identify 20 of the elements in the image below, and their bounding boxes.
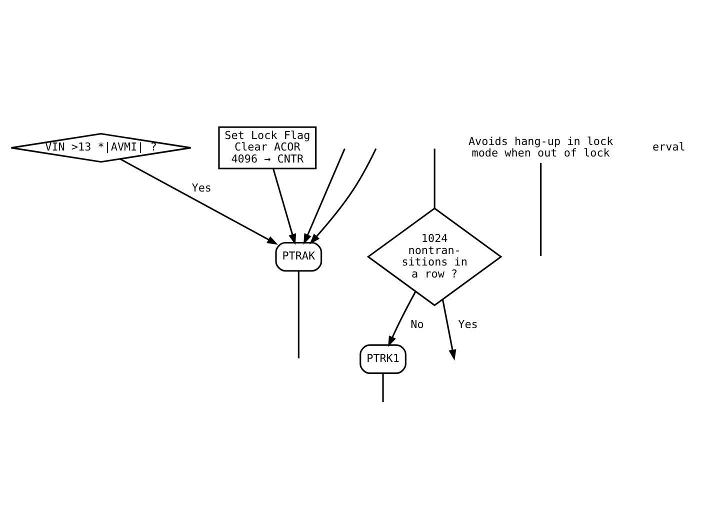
edge-label: Yes xyxy=(458,318,478,331)
arrow xyxy=(442,298,456,360)
node-text: Avoids hang-up in lock mode when out of lock xyxy=(468,134,614,160)
connector xyxy=(298,270,300,358)
node-box: PTRAK xyxy=(275,241,322,272)
node-diamond: VIN >13 *|AVMI| ? xyxy=(10,132,192,162)
connector xyxy=(434,148,436,208)
arrow xyxy=(272,168,296,244)
connector xyxy=(540,162,542,256)
node-box: PTRK1 xyxy=(360,344,406,374)
edge-label: Yes xyxy=(192,180,212,194)
arrow xyxy=(310,148,377,244)
node-diamond: 1024 nontran- sitions in a row ? xyxy=(366,206,502,306)
node-box: Set Lock Flag Clear ACOR 4096 → CNTR xyxy=(218,126,317,169)
arrow xyxy=(388,290,416,347)
arrow xyxy=(304,148,346,244)
connector xyxy=(382,372,384,402)
label: erval xyxy=(652,140,686,154)
arrow xyxy=(120,158,278,244)
edge-label: No xyxy=(410,318,424,331)
